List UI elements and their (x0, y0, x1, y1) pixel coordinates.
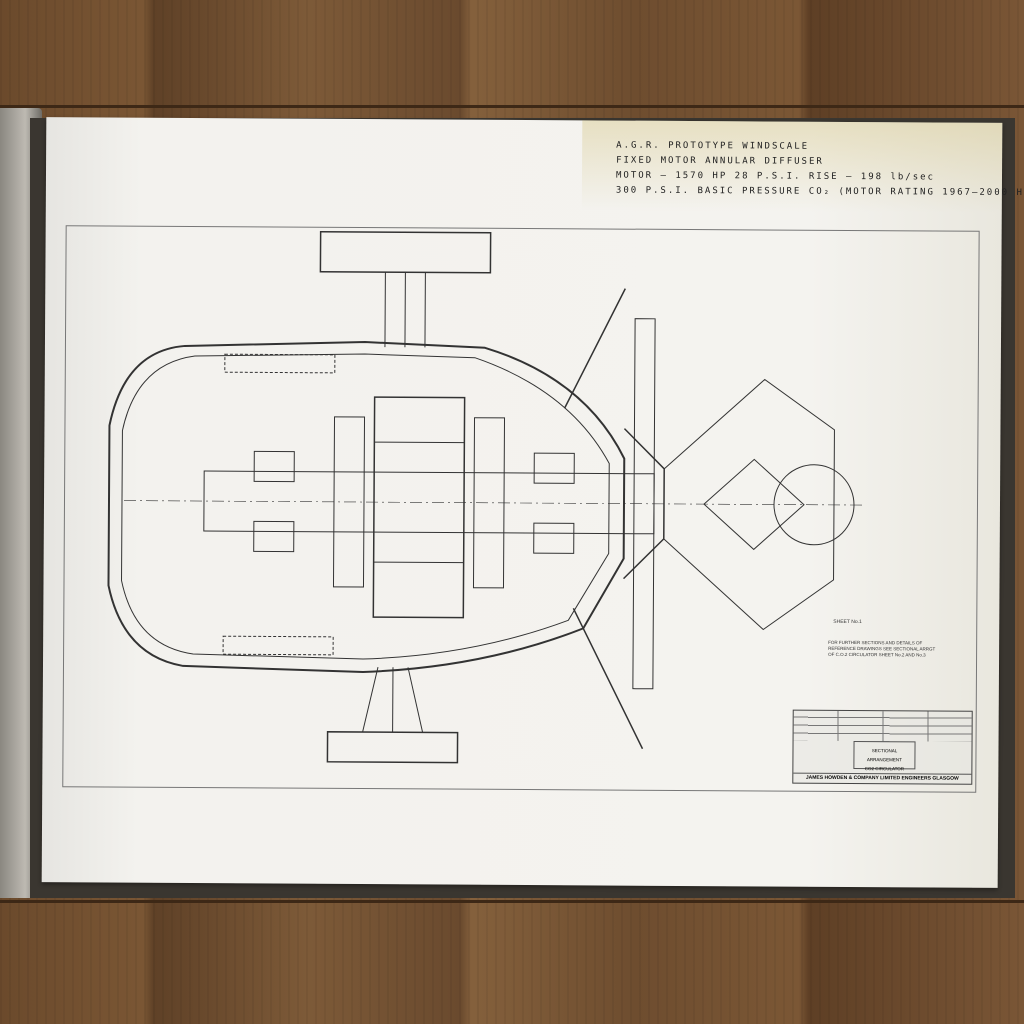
motor-rotor (332, 396, 506, 619)
circulator-section-drawing (107, 231, 864, 764)
drawing-title: A.G.R. PROTOTYPE WINDSCALE FIXED MOTOR A… (616, 139, 1024, 202)
plank-seam (0, 105, 1024, 108)
title-block-grid (793, 710, 972, 742)
drawing-subtitle-text: CO2 CIRCULATOR (864, 766, 905, 772)
title-line: 300 P.S.I. BASIC PRESSURE CO₂ (MOTOR RAT… (615, 185, 1024, 199)
drawing-title-text: SECTIONAL ARRANGEMENT (866, 748, 902, 763)
casing (107, 341, 626, 674)
sheet-label: SHEET No.1 (833, 618, 862, 626)
diffuser-and-impeller (563, 288, 855, 750)
title-block-title: SECTIONAL ARRANGEMENT CO2 CIRCULATOR (853, 741, 916, 771)
bottom-terminal-box (326, 667, 459, 764)
reference-note: FOR FURTHER SECTIONS AND DETAILS OF REFE… (828, 639, 936, 658)
top-terminal-box (319, 231, 492, 348)
bearings (253, 450, 575, 554)
company-name: JAMES HOWDEN & COMPANY LIMITED ENGINEERS… (793, 772, 972, 784)
plank-seam (0, 900, 1024, 903)
coolers (222, 353, 336, 656)
drawing-sheet: A.G.R. PROTOTYPE WINDSCALE FIXED MOTOR A… (41, 117, 1024, 888)
title-block: SECTIONAL ARRANGEMENT CO2 CIRCULATOR JAM… (792, 709, 973, 785)
shaft (124, 470, 864, 535)
